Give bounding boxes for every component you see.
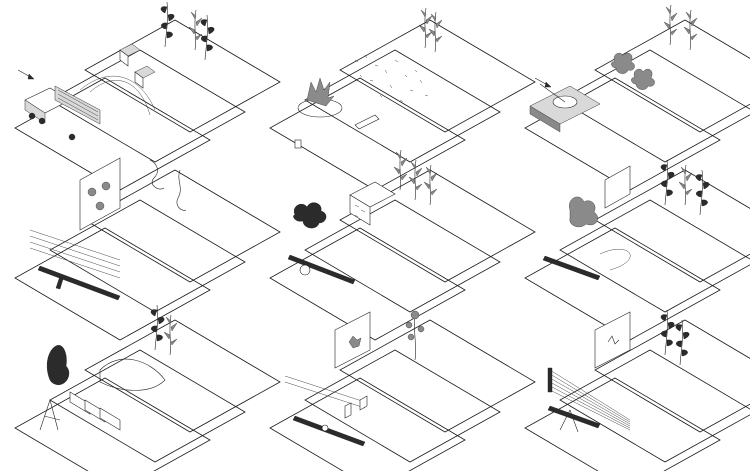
panel-machine-gun-and-panel xyxy=(524,309,750,471)
arrow-icon xyxy=(534,77,552,88)
panel-artillery-and-wall xyxy=(269,149,536,341)
panel-truck-and-rocket-launcher xyxy=(14,1,281,191)
mortar-icon xyxy=(39,399,61,431)
rocket-pod-icon xyxy=(54,85,101,125)
panel-sniper-and-panel xyxy=(269,310,536,471)
barrier-icon xyxy=(344,395,368,419)
panel-rocket-launcher-and-wall xyxy=(524,159,750,341)
wall-icon xyxy=(604,165,631,209)
arrow-icon xyxy=(17,69,35,80)
plant-icon xyxy=(418,7,433,49)
panel-crater-and-debris xyxy=(269,7,536,191)
vine-icon xyxy=(149,159,187,211)
tank-icon xyxy=(529,83,601,133)
explosion-icon xyxy=(297,77,343,118)
artillery-icon xyxy=(287,254,356,285)
barrier-icon xyxy=(69,391,121,431)
panel-mortar-and-barriers xyxy=(14,304,281,471)
target-panel-icon xyxy=(594,311,631,369)
ruin-block-icon xyxy=(119,43,156,89)
flower-icon xyxy=(405,310,425,361)
machine-gun-icon xyxy=(547,405,601,433)
smoke-icon xyxy=(569,196,598,228)
debris-field-icon xyxy=(354,54,429,103)
bullet-spray-icon xyxy=(547,367,631,431)
rifle-icon xyxy=(37,265,121,301)
bullet-icon xyxy=(29,229,121,279)
broken-wall-icon xyxy=(349,181,396,226)
target-wall-icon xyxy=(79,157,121,231)
plant-icon xyxy=(663,4,678,46)
shell-icon xyxy=(294,139,302,149)
tree-smoke-icon xyxy=(46,345,70,385)
panel-tank-and-shrubs xyxy=(524,4,750,191)
panel-rifle-and-target-wall xyxy=(14,157,281,341)
rocket-launcher-icon xyxy=(542,255,601,281)
target-panel-icon xyxy=(334,311,371,369)
shrub-icon xyxy=(611,52,655,90)
sniper-rifle-icon xyxy=(292,415,366,447)
smoke-icon xyxy=(293,202,327,229)
